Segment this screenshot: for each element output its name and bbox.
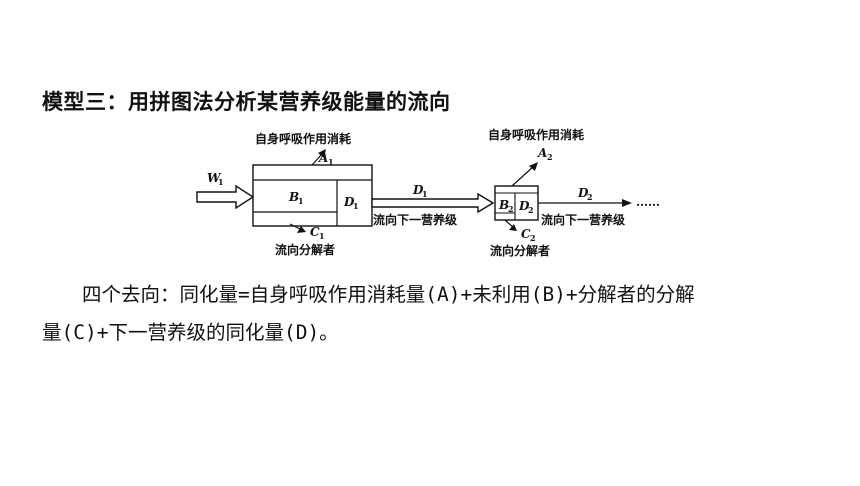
page-title: 模型三：用拼图法分析某营养级能量的流向 [42, 90, 451, 114]
d1-arrow-sub: 1 [422, 189, 428, 199]
decomposer-label-2: 流向分解者 [490, 243, 550, 258]
d2-arrow-sub: 2 [587, 192, 593, 202]
a1-sub: 1 [328, 157, 334, 167]
a2-arrowhead [529, 162, 538, 171]
d2-box-label: D [518, 199, 530, 213]
c2-label: C [521, 227, 531, 241]
decomposer-label-1: 流向分解者 [275, 242, 335, 257]
input-arrow-w1 [196, 184, 255, 210]
c1-sub: 1 [319, 231, 325, 241]
d2-box-sub: 2 [528, 205, 534, 215]
a1-label: A [318, 151, 328, 165]
explanation-line-1: 四个去向：同化量=自身呼吸作用消耗量(A)+未利用(B)+分解者的分解 [82, 283, 695, 306]
c2-arrowhead [509, 224, 517, 231]
a1-arrowhead [318, 149, 326, 158]
d1-arrow-label: D [412, 183, 424, 197]
d2-arrowhead [622, 199, 632, 207]
b2-label: B [498, 198, 509, 212]
a2-sub: 2 [547, 152, 553, 162]
flow-arrow-d1 [371, 192, 495, 214]
ellipsis: …… [636, 195, 660, 209]
explanation-paragraph: 四个去向：同化量=自身呼吸作用消耗量(A)+未利用(B)+分解者的分解 量(C)… [42, 276, 832, 352]
flow-next-label-2: 流向下一营养级 [541, 212, 625, 227]
level2-box [494, 185, 539, 221]
d1-box-label: D [343, 195, 355, 209]
c1-arrowhead [297, 226, 306, 233]
a2-label: A [537, 146, 547, 160]
b1-label: B [288, 190, 299, 204]
flow-next-label-1: 流向下一营养级 [373, 212, 457, 227]
c2-sub: 2 [530, 233, 536, 243]
level1-box [252, 164, 373, 227]
b1-sub: 1 [298, 196, 304, 206]
c1-label: C [310, 225, 320, 239]
w1-label: W [207, 171, 222, 185]
explanation-line-2: 量(C)+下一营养级的同化量(D)。 [42, 321, 339, 344]
b2-sub: 2 [508, 204, 514, 214]
respiration-label-2: 自身呼吸作用消耗 [488, 127, 584, 142]
a2-arrow [511, 165, 535, 187]
d2-arrow-label: D [577, 186, 589, 200]
d1-box-sub: 1 [353, 201, 359, 211]
respiration-label-1: 自身呼吸作用消耗 [255, 131, 351, 146]
w1-sub: 1 [218, 177, 224, 187]
